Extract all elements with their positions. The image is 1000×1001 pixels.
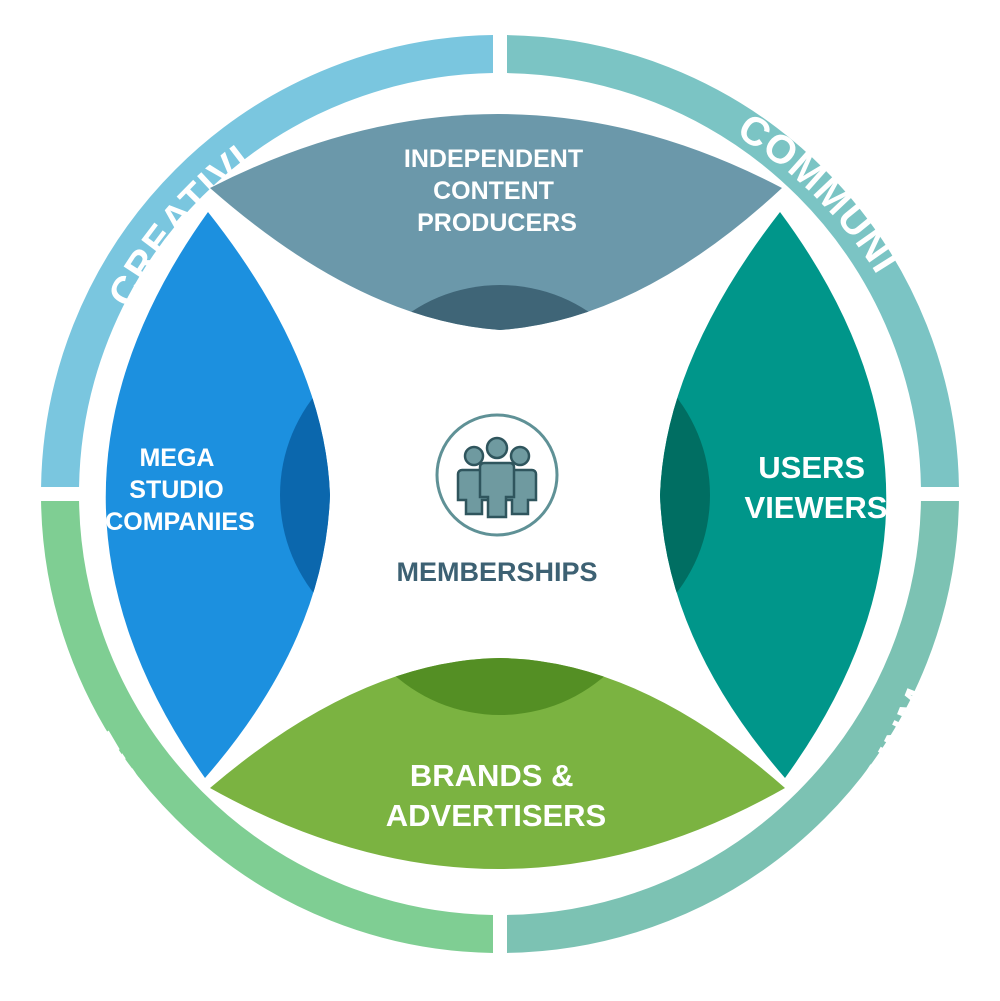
segment-bottom-label: BRANDS & ADVERTISERS bbox=[386, 758, 606, 833]
segment-left-label: MEGA STUDIO COMPANIES bbox=[105, 444, 255, 536]
segment-mega-studio-companies: MEGA STUDIO COMPANIES bbox=[105, 212, 330, 778]
center-emblem: MEMBERSHIPS bbox=[396, 413, 598, 587]
segment-left-line-1: MEGA bbox=[139, 444, 214, 472]
segment-left-line-3: COMPANIES bbox=[105, 508, 255, 536]
segment-left-shape bbox=[105, 212, 330, 778]
group-people-icon bbox=[456, 436, 538, 519]
segment-top-shape bbox=[210, 114, 782, 330]
segment-brands-advertisers: BRANDS & ADVERTISERS bbox=[210, 658, 785, 869]
segment-bottom-line-1: BRANDS & bbox=[410, 758, 574, 793]
segment-right-shape bbox=[660, 212, 887, 778]
segment-top-line-3: PRODUCERS bbox=[417, 209, 577, 237]
segment-right-line-1: USERS bbox=[758, 450, 865, 485]
segment-bottom-line-2: ADVERTISERS bbox=[386, 798, 606, 833]
segment-left-line-2: STUDIO bbox=[129, 476, 223, 504]
segment-users-viewers: USERS VIEWERS bbox=[660, 212, 888, 778]
segment-top-line-1: INDEPENDENT bbox=[404, 145, 583, 173]
center-label: MEMBERSHIPS bbox=[396, 557, 597, 587]
segment-right-label: USERS VIEWERS bbox=[745, 450, 888, 525]
segment-top-line-2: CONTENT bbox=[433, 177, 554, 205]
segment-right-line-2: VIEWERS bbox=[745, 490, 888, 525]
segment-bottom-shape bbox=[210, 658, 785, 869]
segment-independent-content-producers: INDEPENDENT CONTENT PRODUCERS bbox=[210, 114, 782, 330]
segment-top-label: INDEPENDENT CONTENT PRODUCERS bbox=[404, 145, 590, 237]
